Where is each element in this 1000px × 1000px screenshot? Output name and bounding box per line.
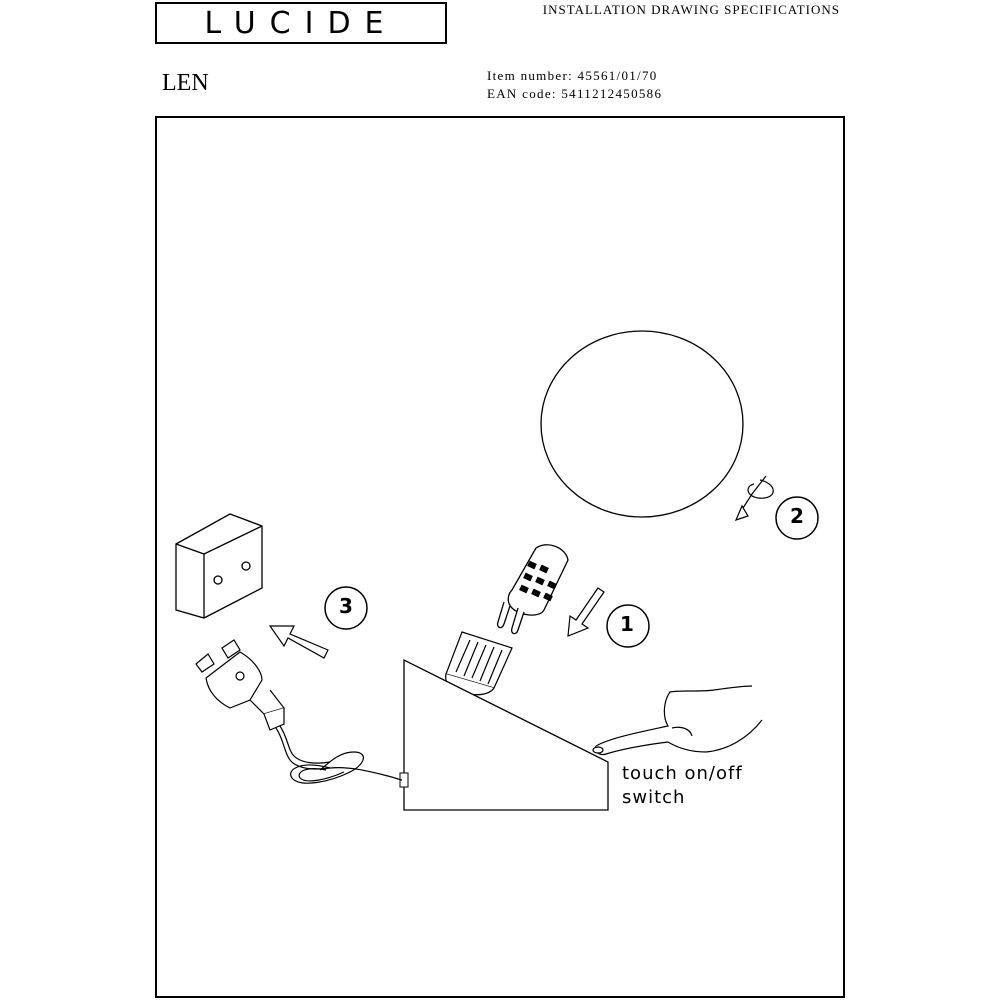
globe-shade [540,330,744,518]
step2-label: 2 [790,504,804,528]
hand-icon [592,685,763,756]
caption-line2: switch [622,787,686,808]
touch-switch-caption: touch on/off switch [622,762,743,810]
ean-code: EAN code: 5411212450586 [487,86,663,101]
document-title: INSTALLATION DRAWING SPECIFICATIONS [542,2,840,17]
g9-bulb-icon [496,544,569,635]
step2-circle [775,496,819,540]
power-cable [275,725,403,784]
lamp-base [403,658,609,811]
plug-icon [195,639,286,731]
brand-logo: LUCIDE [155,2,447,44]
step1-label: 1 [620,612,634,636]
step1-arrow-icon [567,587,605,637]
step3-label: 3 [339,594,353,618]
step1-circle [606,604,650,648]
brand-logo-text: LUCIDE [204,6,398,41]
drawing-frame [155,116,845,998]
product-name: LEN [162,70,209,96]
junction-box-icon [175,513,263,619]
item-number: Item number: 45561/01/70 [487,68,658,83]
step3-circle [324,586,368,630]
rotate-arrow-icon [734,475,774,521]
step3-arrow-icon [268,625,329,659]
caption-line1: touch on/off [622,763,743,784]
